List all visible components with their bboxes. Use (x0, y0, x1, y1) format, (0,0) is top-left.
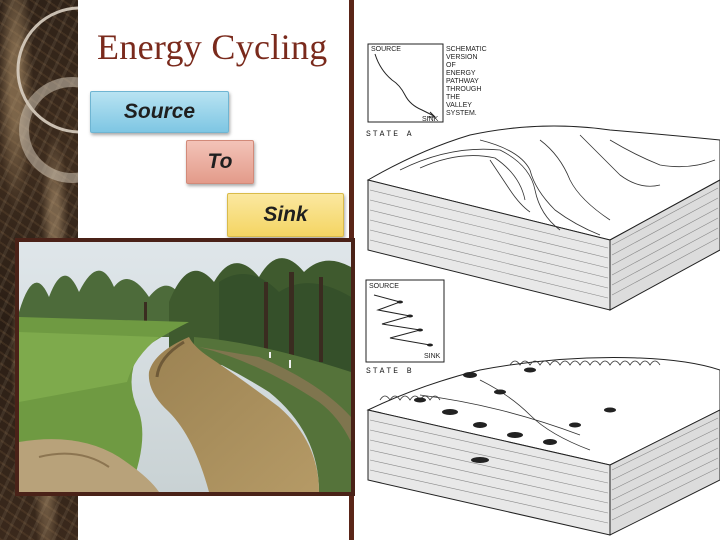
caption-line: OF (446, 62, 456, 69)
valley-sketch: SOURCE SINK SCHEMATIC VERSION OF ENERGY … (360, 40, 720, 540)
slide-title: Energy Cycling (97, 26, 328, 68)
caption-line: VERSION (446, 54, 478, 61)
state-b-inset: SOURCE SINK (366, 280, 444, 362)
state-b-source-text: SOURCE (369, 283, 399, 290)
to-label-box: To (186, 140, 254, 184)
caption-line: ENERGY (446, 70, 476, 77)
source-label-box: Source (90, 91, 229, 133)
caption-line: VALLEY (446, 102, 472, 109)
state-a-label: STATE A (366, 130, 414, 139)
source-label: Source (124, 100, 195, 124)
to-label: To (208, 150, 233, 174)
state-a-inset: SOURCE SINK (368, 44, 443, 123)
state-b-label: STATE B (366, 367, 414, 376)
caption-line: THE (446, 94, 460, 101)
caption-line: PATHWAY (446, 78, 479, 85)
creek-photo-image (19, 242, 351, 492)
creek-photo (15, 238, 355, 496)
caption-line: THROUGH (446, 86, 481, 93)
caption-line: SCHEMATIC (446, 46, 487, 53)
state-a-source-text: SOURCE (371, 46, 401, 53)
state-b-sink-text: SINK (424, 353, 441, 360)
state-b-block (368, 358, 720, 536)
state-a-caption: SCHEMATIC VERSION OF ENERGY PATHWAY THRO… (446, 46, 487, 117)
sink-label-box: Sink (227, 193, 344, 237)
state-a-sink-text: SINK (422, 116, 439, 123)
caption-line: SYSTEM. (446, 110, 477, 117)
sink-label: Sink (263, 203, 307, 227)
state-a-block (368, 126, 720, 310)
